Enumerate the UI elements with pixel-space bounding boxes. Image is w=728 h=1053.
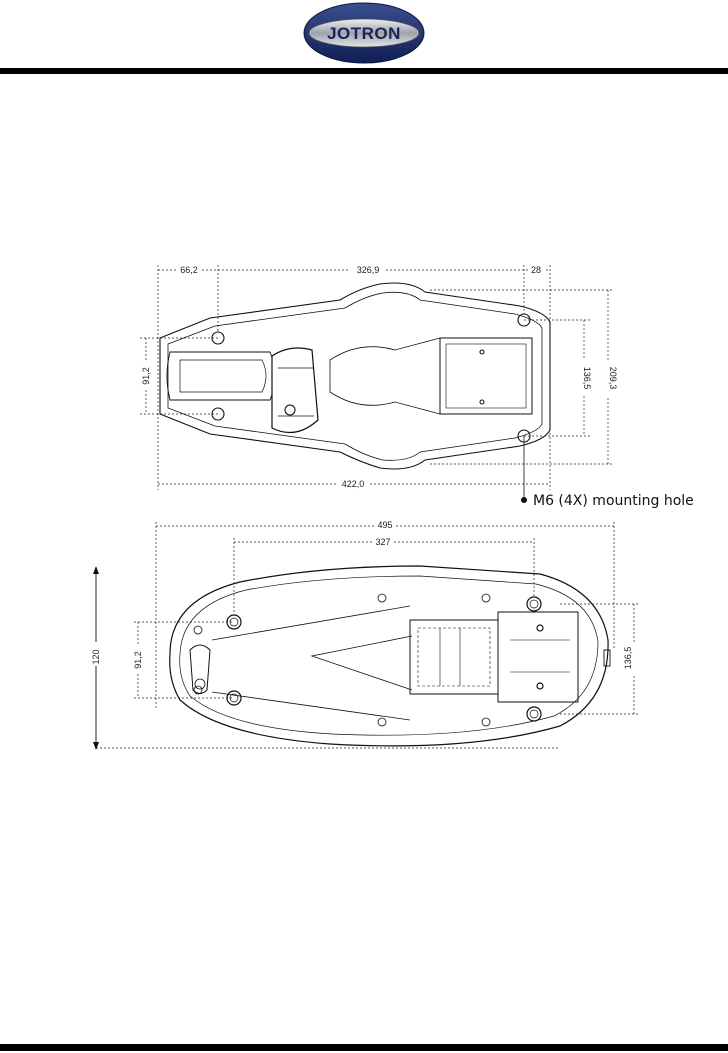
top-view-dimensions <box>140 265 614 490</box>
top-view <box>160 283 550 469</box>
dim-right-offset: 28 <box>531 265 541 275</box>
top-right-block <box>440 338 532 414</box>
side-pad <box>482 594 490 602</box>
side-bracket-inner <box>418 628 490 686</box>
side-pad <box>194 626 202 634</box>
height-arrow-icon <box>93 742 99 750</box>
top-left-cradle-inner <box>180 360 266 392</box>
dim-inner-width: 136,5 <box>582 367 592 390</box>
mounting-hole-icon <box>527 597 541 611</box>
mounting-hole-callout: M6 (4X) mounting hole <box>533 493 694 509</box>
dim-side-hole-spacing: 327 <box>375 537 390 547</box>
dim-left-width: 91,2 <box>141 367 151 385</box>
mounting-hole-icon <box>527 707 541 721</box>
side-pad <box>378 718 386 726</box>
dim-overall-length: 422,0 <box>342 479 365 489</box>
callout-dot-icon <box>521 497 527 503</box>
side-view <box>170 566 610 746</box>
top-hull-inner <box>168 292 542 460</box>
dim-overall-width: 209,3 <box>608 367 618 390</box>
dim-hole-spacing: 326,9 <box>357 265 380 275</box>
side-pad <box>482 718 490 726</box>
dim-side-overall-length: 495 <box>377 520 392 530</box>
dim-left-offset: 66,2 <box>180 265 198 275</box>
mounting-hole-icon <box>530 600 538 608</box>
side-rib <box>212 606 410 640</box>
top-right-block-inner <box>446 344 526 408</box>
dim-side-height: 120 <box>91 649 101 664</box>
mounting-hole-icon <box>227 615 241 629</box>
footer-rule <box>0 1044 728 1051</box>
mounting-hole-icon <box>530 710 538 718</box>
top-left-cradle <box>167 352 275 400</box>
top-block-dot <box>480 400 484 404</box>
side-chevron <box>312 636 412 690</box>
side-bracket <box>410 620 498 694</box>
connector-screw-icon <box>537 625 543 631</box>
dim-side-left-width: 91,2 <box>133 651 143 669</box>
side-pad <box>378 594 386 602</box>
dim-side-right-width: 136,5 <box>623 647 633 670</box>
keyhole-circle <box>195 679 205 689</box>
top-clamp <box>272 348 318 433</box>
side-rib <box>212 692 410 720</box>
connector-screw-icon <box>537 683 543 689</box>
top-block-dot <box>480 350 484 354</box>
top-neck <box>330 338 440 414</box>
mounting-hole-icon <box>227 691 241 705</box>
height-arrow-icon <box>93 566 99 574</box>
